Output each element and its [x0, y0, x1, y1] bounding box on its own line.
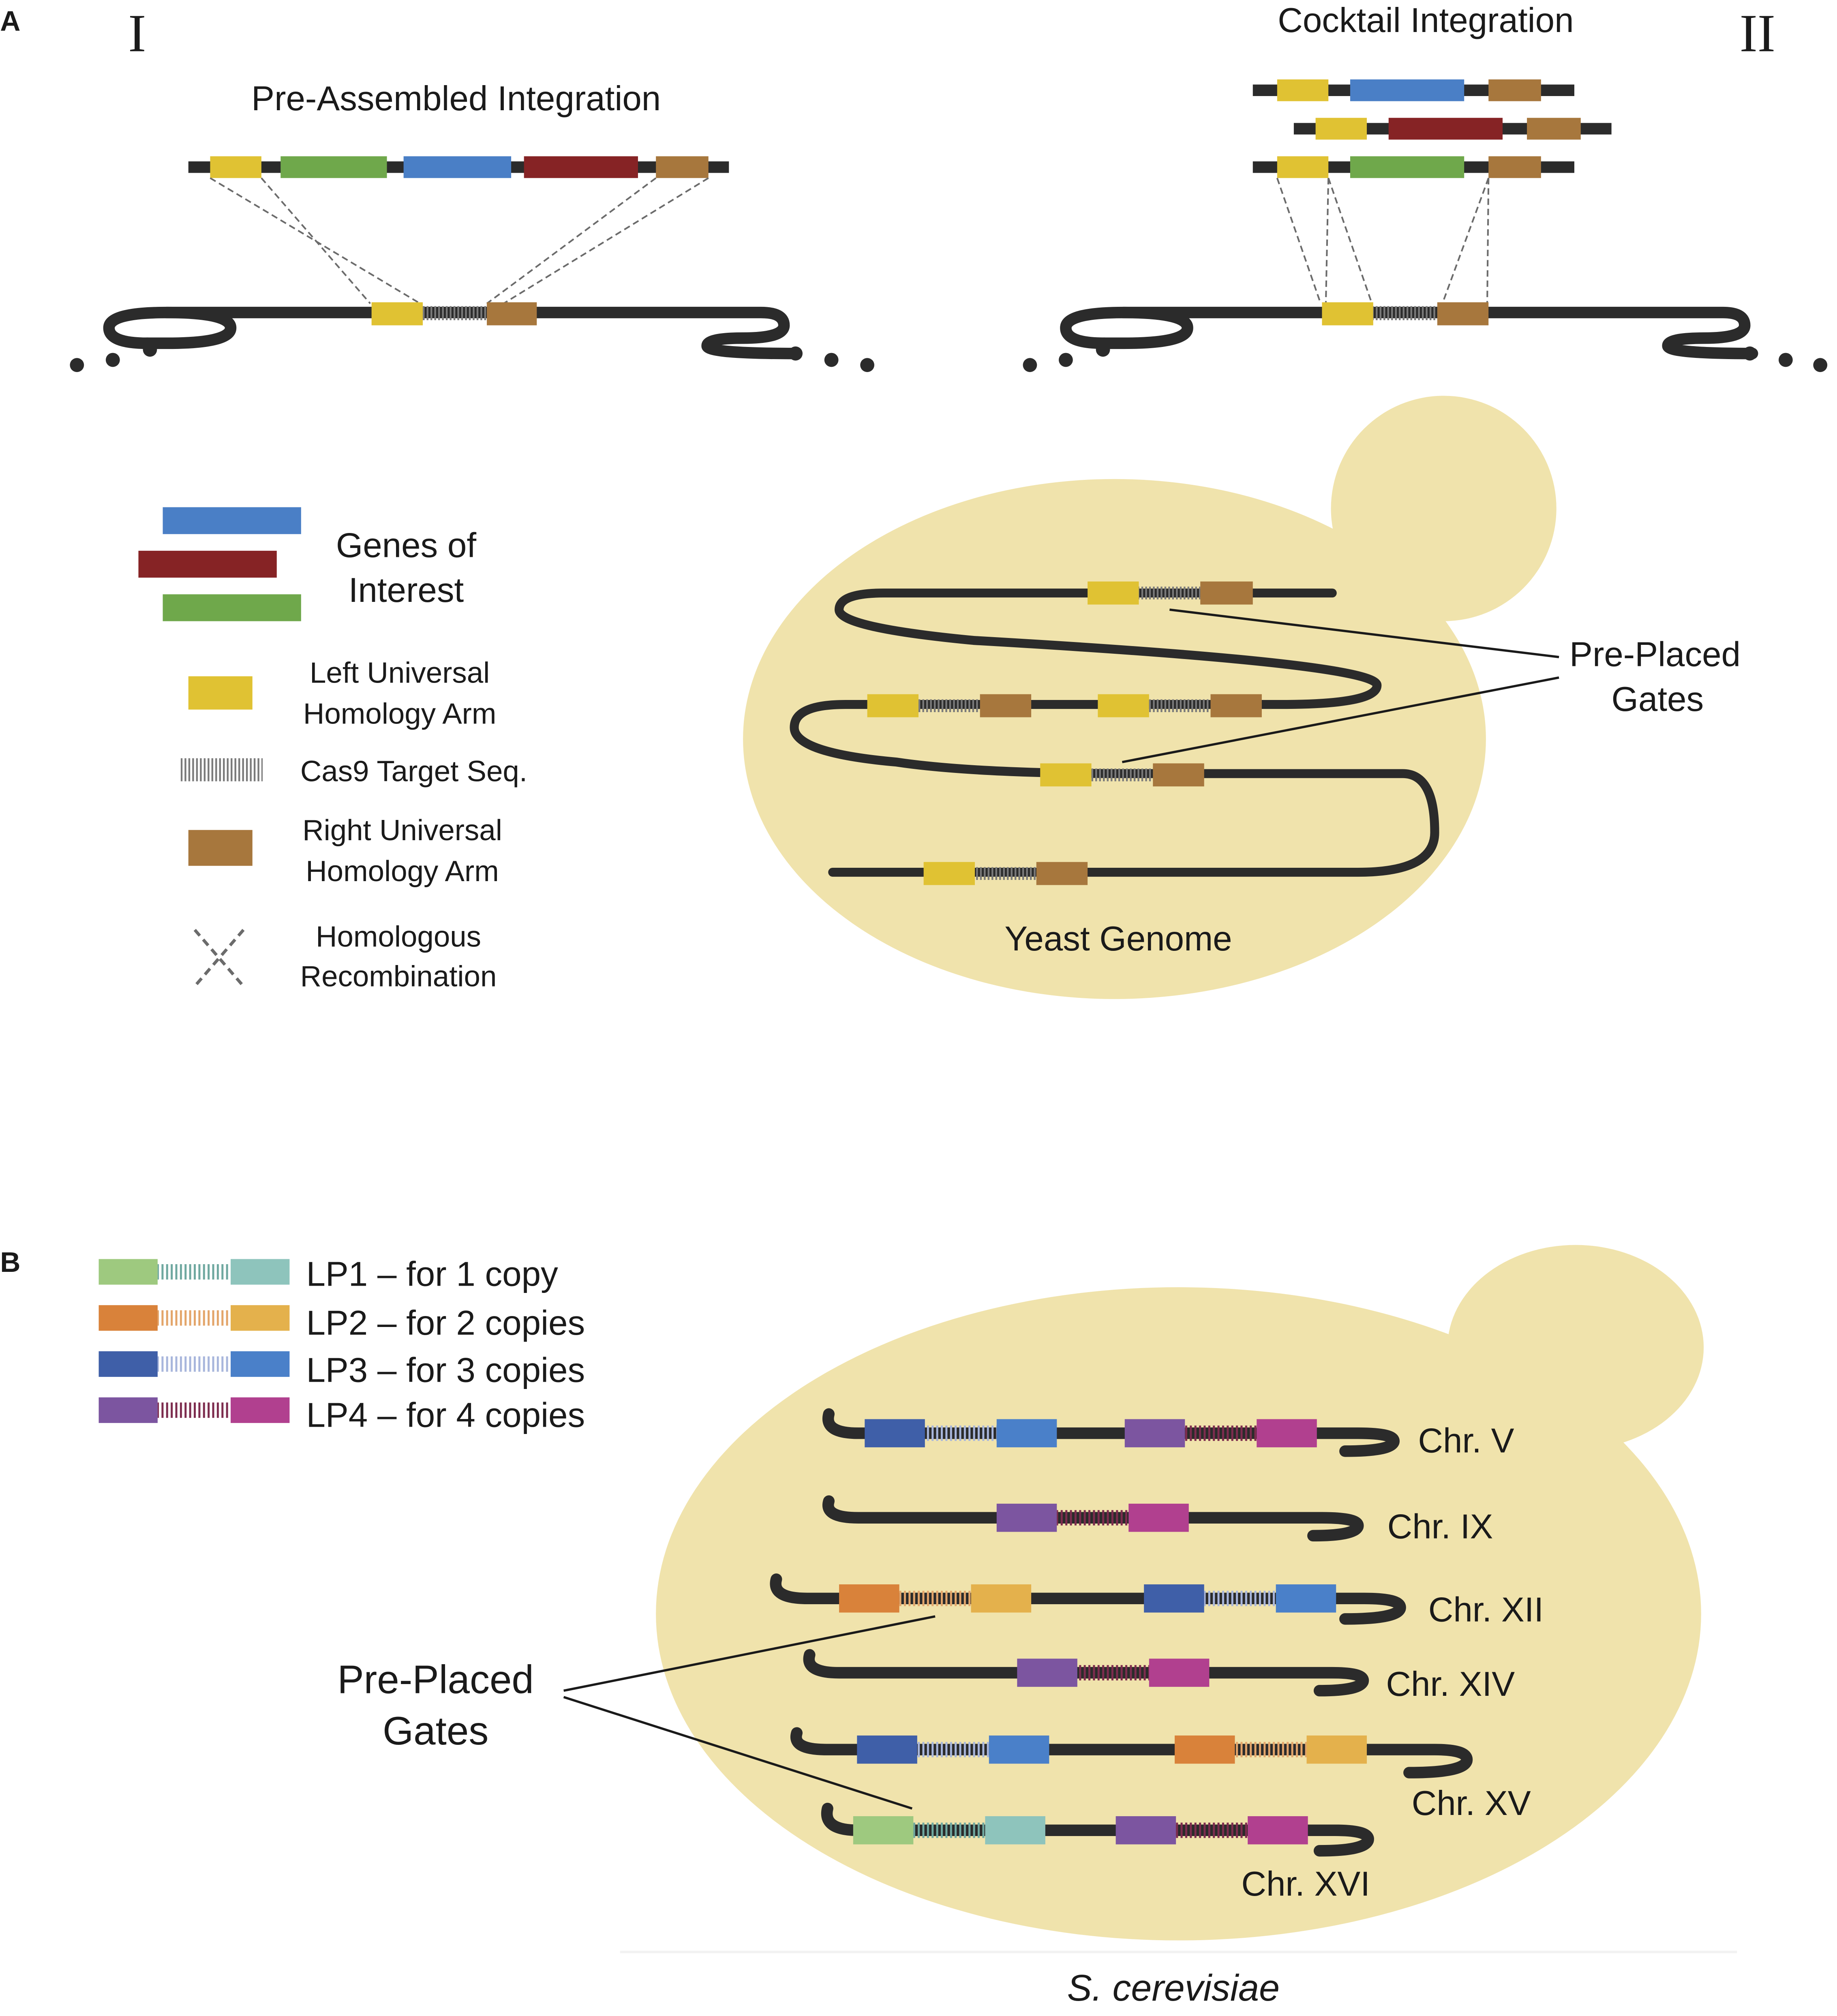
lp2-legend-swatch [98, 1305, 290, 1331]
pre-placed-gates-b-line1: Pre-Placed [337, 1657, 534, 1702]
gate-pointer-lines-b [563, 1615, 936, 1810]
left-arm-block [210, 156, 261, 178]
panel-a-roman-left: I [128, 3, 146, 63]
chr-label-v: Chr. V [1418, 1422, 1514, 1460]
chr-label-xvi: Chr. XVI [1241, 1865, 1370, 1903]
legend-red-gene [138, 550, 277, 578]
blue-gene-block [403, 156, 512, 178]
lp1-legend-swatch [98, 1259, 290, 1285]
chr-xii-gates [839, 1584, 1336, 1613]
lp3-legend-label: LP3 – for 3 copies [306, 1351, 585, 1390]
legend-green-gene [163, 594, 301, 621]
lp2-legend-label: LP2 – for 2 copies [306, 1304, 585, 1342]
genome-strand-right [1023, 302, 1828, 372]
legend-cas9 [180, 758, 263, 781]
panel-b-letter: B [0, 1246, 20, 1278]
legend-right-arm [188, 830, 253, 866]
legend-right-arm-line1: Right Universal [302, 814, 502, 847]
chr-xiv-gates [1017, 1659, 1210, 1687]
legend-blue-gene [163, 507, 301, 534]
red-gene-block [524, 156, 638, 178]
right-arm-block [656, 156, 709, 178]
pre-assembled-construct [188, 156, 729, 178]
recombination-lines-right [1276, 178, 1490, 304]
recombination-lines-left [210, 177, 709, 304]
cocktail-title: Cocktail Integration [1278, 1, 1574, 40]
pre-assembled-title: Pre-Assembled Integration [251, 79, 661, 118]
organism-label: S. cerevisiae [1067, 1967, 1280, 2009]
yeast-genome-label: Yeast Genome [1004, 920, 1232, 958]
legend-left-arm [188, 676, 253, 710]
yeast-genome-strand [790, 581, 1439, 885]
legend-recomb-line1: Homologous [316, 920, 481, 953]
chr-label-xiv: Chr. XIV [1386, 1665, 1515, 1704]
panel-a-letter: A [0, 5, 20, 37]
chromosome-strands [770, 1408, 1473, 1857]
legend-cas9-label: Cas9 Target Seq. [300, 755, 527, 788]
legend-recomb-line2: Recombination [300, 960, 497, 993]
lp4-legend-label: LP4 – for 4 copies [306, 1396, 585, 1434]
green-gene-block [280, 156, 387, 178]
legend-genes-line2: Interest [349, 571, 464, 610]
genome-strand-left [70, 302, 874, 372]
gate-pointer-lines-a [1122, 608, 1559, 764]
chr-label-xv: Chr. XV [1412, 1784, 1531, 1823]
chr-label-xii: Chr. XII [1428, 1591, 1544, 1629]
yeast-cell-b [620, 1245, 1737, 1954]
legend-left-arm-line2: Homology Arm [303, 697, 497, 730]
legend-genes-line1: Genes of [336, 526, 477, 565]
lp-legend: LP1 – for 1 copy LP2 – for 2 copies LP3 … [98, 1255, 585, 1434]
legend-recombination-icon [193, 929, 245, 987]
legend-left-arm-line1: Left Universal [310, 656, 490, 689]
chr-xv-gates [857, 1735, 1367, 1764]
chr-xvi-gates [853, 1816, 1308, 1845]
legend-right-arm-line2: Homology Arm [306, 855, 499, 888]
pre-placed-gates-a-line2: Gates [1612, 680, 1704, 719]
chr-v-gates [865, 1419, 1317, 1447]
cocktail-constructs [1252, 79, 1612, 178]
lp3-legend-swatch [98, 1351, 290, 1377]
chr-ix-gates [996, 1503, 1189, 1532]
lp1-legend-label: LP1 – for 1 copy [306, 1255, 558, 1294]
chr-label-ix: Chr. IX [1387, 1507, 1493, 1546]
yeast-cell-a [743, 396, 1557, 999]
lp4-legend-swatch [98, 1397, 290, 1423]
panel-a-roman-right: II [1740, 3, 1775, 63]
legend-panel-a: Genes of Interest Left Universal Homolog… [138, 507, 527, 993]
pre-placed-gates-a-line1: Pre-Placed [1569, 635, 1741, 674]
pre-placed-gates-b-line2: Gates [383, 1708, 488, 1753]
